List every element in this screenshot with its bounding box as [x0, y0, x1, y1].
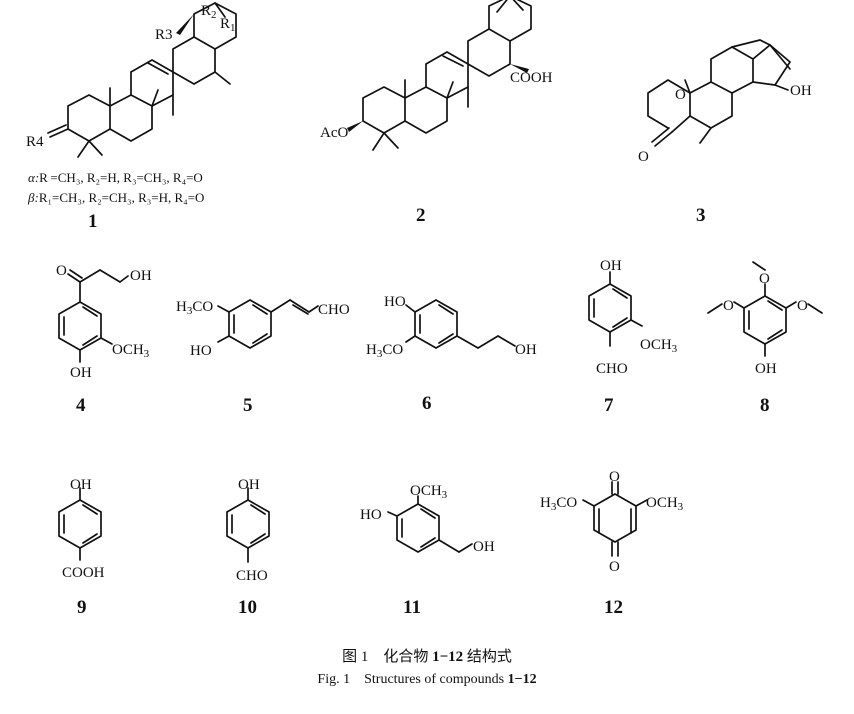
caption-zh-text: 化合物: [383, 649, 429, 665]
c7-och3-label: OCH: [640, 337, 672, 353]
caption-en-range: 1−12: [507, 672, 537, 687]
c8-o-right-label: O: [797, 298, 808, 314]
compound-number-9: 9: [77, 597, 87, 618]
compound-number-2: 2: [416, 205, 426, 226]
compound-9-structure: OH COOH: [58, 477, 105, 581]
compound-3-structure: O OH O: [638, 39, 812, 165]
c1-alpha-note: R =CH₃, R₂=H, R₃=CH₃, R₄=O: [39, 170, 203, 185]
c3-keto-o-label: O: [638, 149, 649, 165]
c5-ho-label: HO: [190, 343, 212, 359]
c10-cho-label: CHO: [236, 568, 268, 584]
c6-oh-label: OH: [515, 342, 537, 358]
c12-och3-label: OCH: [646, 495, 678, 511]
c6-ho-label: HO: [384, 294, 406, 310]
compound-number-1: 1: [88, 211, 98, 232]
c5-h3co-label: H: [176, 299, 187, 315]
caption-en-fig: Fig. 1: [317, 672, 351, 687]
compound-number-8: 8: [760, 395, 770, 416]
svg-text:H3CO: H3CO: [176, 299, 213, 317]
c8-o-left-label: O: [723, 298, 734, 314]
c1-beta-note: R₁=CH₃, R₂=CH₃, R₃=H, R₄=O: [39, 190, 205, 205]
c7-oh-label: OH: [600, 258, 622, 274]
c4-och3-label: OCH: [112, 342, 144, 358]
compound-number-3: 3: [696, 205, 706, 226]
figure-caption-chinese: 图 1 化合物 1−12 结构式: [0, 645, 854, 666]
compound-2-structure: COOH AcO: [320, 0, 553, 151]
c12-h3co-label: H: [540, 495, 551, 511]
compound-8-structure: O O O OH: [707, 261, 823, 377]
compound-12-structure: O O H3CO OCH3: [540, 469, 684, 575]
c2-aco-label: AcO: [320, 125, 348, 141]
c11-ho-label: HO: [360, 507, 382, 523]
compound-7-structure: OH OCH3 CHO: [588, 258, 678, 377]
c6-h3co-label: H: [366, 342, 377, 358]
c1-r4-label: R4: [26, 134, 44, 150]
compound-number-4: 4: [76, 395, 86, 416]
compound-number-7: 7: [604, 395, 614, 416]
svg-text:OCH3: OCH3: [112, 342, 150, 360]
c12-o-top-label: O: [609, 469, 620, 485]
c9-cooh-label: COOH: [62, 565, 105, 581]
c1-r1-label: R: [220, 16, 230, 32]
c2-cooh-label: COOH: [510, 70, 553, 86]
c10-oh-label: OH: [238, 477, 260, 493]
svg-text:OCH3: OCH3: [646, 495, 684, 513]
svg-text:R1: R1: [220, 16, 236, 34]
c12-o-bottom-label: O: [609, 559, 620, 575]
c5-cho-label: CHO: [318, 302, 350, 318]
c4-oh-label: OH: [70, 365, 92, 381]
c9-oh-label: OH: [70, 477, 92, 493]
compound-number-11: 11: [403, 597, 421, 618]
c1-beta-prefix: β:: [27, 190, 39, 205]
svg-text:H3CO: H3CO: [540, 495, 577, 513]
svg-text:R2: R2: [201, 3, 217, 21]
svg-text:H3CO: H3CO: [366, 342, 403, 360]
compound-5-structure: H3CO HO CHO: [176, 299, 350, 359]
svg-text:α:R =CH₃, R₂=H, R₃=CH₃, R₄=O: α:R =CH₃, R₂=H, R₃=CH₃, R₄=O: [28, 170, 203, 185]
c8-o-top-label: O: [759, 271, 770, 287]
caption-zh-range: 1−12: [432, 649, 464, 665]
c3-ring-o-label: O: [675, 87, 686, 103]
compound-1-structure: R3 R2 R1 R4 α:R =CH₃, R₂=H, R₃=CH₃, R₄=O…: [26, 2, 237, 205]
caption-en-text: Structures of compounds: [364, 672, 505, 687]
caption-zh-fig: 图 1: [342, 649, 369, 665]
c11-och3-label: OCH: [410, 483, 442, 499]
svg-text:β:R₁=CH₃, R₂=CH₃, R₃=H, R₄=O: β:R₁=CH₃, R₂=CH₃, R₃=H, R₄=O: [27, 190, 204, 205]
c4-oh-top-label: OH: [130, 268, 152, 284]
svg-text:OCH3: OCH3: [410, 483, 448, 501]
compound-number-5: 5: [243, 395, 253, 416]
figure-caption-english: Fig. 1 Structures of compounds 1−12: [0, 672, 854, 688]
compound-11-structure: OCH3 HO OH: [360, 483, 495, 555]
compound-number-10: 10: [238, 597, 257, 618]
c7-cho-label: CHO: [596, 361, 628, 377]
compound-number-12: 12: [604, 597, 623, 618]
c1-r3-label: R3: [155, 27, 173, 43]
c1-r2-label: R: [201, 3, 211, 19]
caption-zh-tail: 结构式: [466, 649, 512, 665]
c4-keto-o-label: O: [56, 263, 67, 279]
compound-4-structure: O OH OCH3 OH: [56, 263, 152, 381]
compound-6-structure: HO H3CO OH: [366, 294, 537, 360]
svg-text:OCH3: OCH3: [640, 337, 678, 355]
compound-10-structure: OH CHO: [226, 477, 270, 584]
c3-oh-label: OH: [790, 83, 812, 99]
compound-number-6: 6: [422, 393, 432, 414]
c1-alpha-prefix: α:: [28, 170, 39, 185]
c8-oh-label: OH: [755, 361, 777, 377]
c11-oh-label: OH: [473, 539, 495, 555]
